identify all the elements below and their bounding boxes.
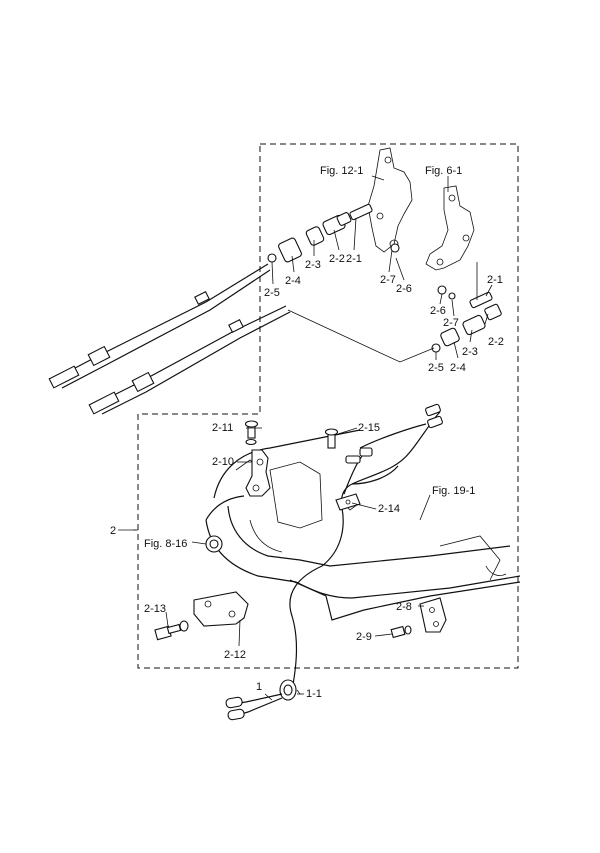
label-fig-19-1: Fig. 19-1 xyxy=(432,485,475,497)
wiring-harness xyxy=(289,403,443,701)
callout-2-4-upper: 2-4 xyxy=(285,275,301,287)
callout-2-8: 2-8 xyxy=(396,601,412,613)
callout-2-3-upper: 2-3 xyxy=(305,259,321,271)
assembly-boundary-dashed xyxy=(137,143,519,669)
bracket-2-10 xyxy=(244,420,271,497)
callout-2-13: 2-13 xyxy=(144,603,166,615)
callout-2-5-upper: 2-5 xyxy=(264,287,280,299)
callout-2-10: 2-10 xyxy=(212,456,234,468)
callout-2-7-lower: 2-7 xyxy=(443,317,459,329)
callout-2-2-lower: 2-2 xyxy=(488,336,504,348)
cable-routing-line xyxy=(287,309,435,363)
label-fig-12-1: Fig. 12-1 xyxy=(320,165,363,177)
engine-bottom-cowling xyxy=(205,429,521,621)
plate-2-12 xyxy=(154,591,249,641)
callout-2-4-lower: 2-4 xyxy=(450,362,466,374)
bolt-2-15 xyxy=(324,428,339,449)
callout-2-1-upper: 2-1 xyxy=(346,253,362,265)
callout-2-3-lower: 2-3 xyxy=(462,346,478,358)
callout-2-9: 2-9 xyxy=(356,631,372,643)
callout-2-5-lower: 2-5 xyxy=(428,362,444,374)
throttle-lever-bracket xyxy=(367,147,413,253)
clamp-2-14 xyxy=(335,493,361,511)
callout-2-1-lower: 2-1 xyxy=(487,274,503,286)
grommet-and-leads xyxy=(225,679,297,721)
callout-2-12: 2-12 xyxy=(224,649,246,661)
callout-2-11: 2-11 xyxy=(212,422,233,434)
callout-2-6-upper: 2-6 xyxy=(396,283,412,295)
stud-fig-8-16 xyxy=(205,535,223,553)
label-fig-6-1: Fig. 6-1 xyxy=(425,165,462,177)
callout-2-15: 2-15 xyxy=(358,422,380,434)
shift-cable xyxy=(88,305,291,415)
callout-2: 2 xyxy=(110,525,116,537)
callout-2-2-upper: 2-2 xyxy=(329,253,345,265)
callout-1-1: 1-1 xyxy=(306,688,322,700)
bracket-2-8 xyxy=(390,597,447,639)
upper-linkage-parts xyxy=(267,203,400,263)
label-fig-8-16: Fig. 8-16 xyxy=(144,538,187,550)
callout-2-6-lower: 2-6 xyxy=(430,305,446,317)
callout-1: 1 xyxy=(256,681,262,693)
callout-2-14: 2-14 xyxy=(378,503,400,515)
throttle-cable xyxy=(48,263,271,389)
callout-2-7-upper: 2-7 xyxy=(380,274,396,286)
shift-lever-bracket xyxy=(425,185,475,271)
